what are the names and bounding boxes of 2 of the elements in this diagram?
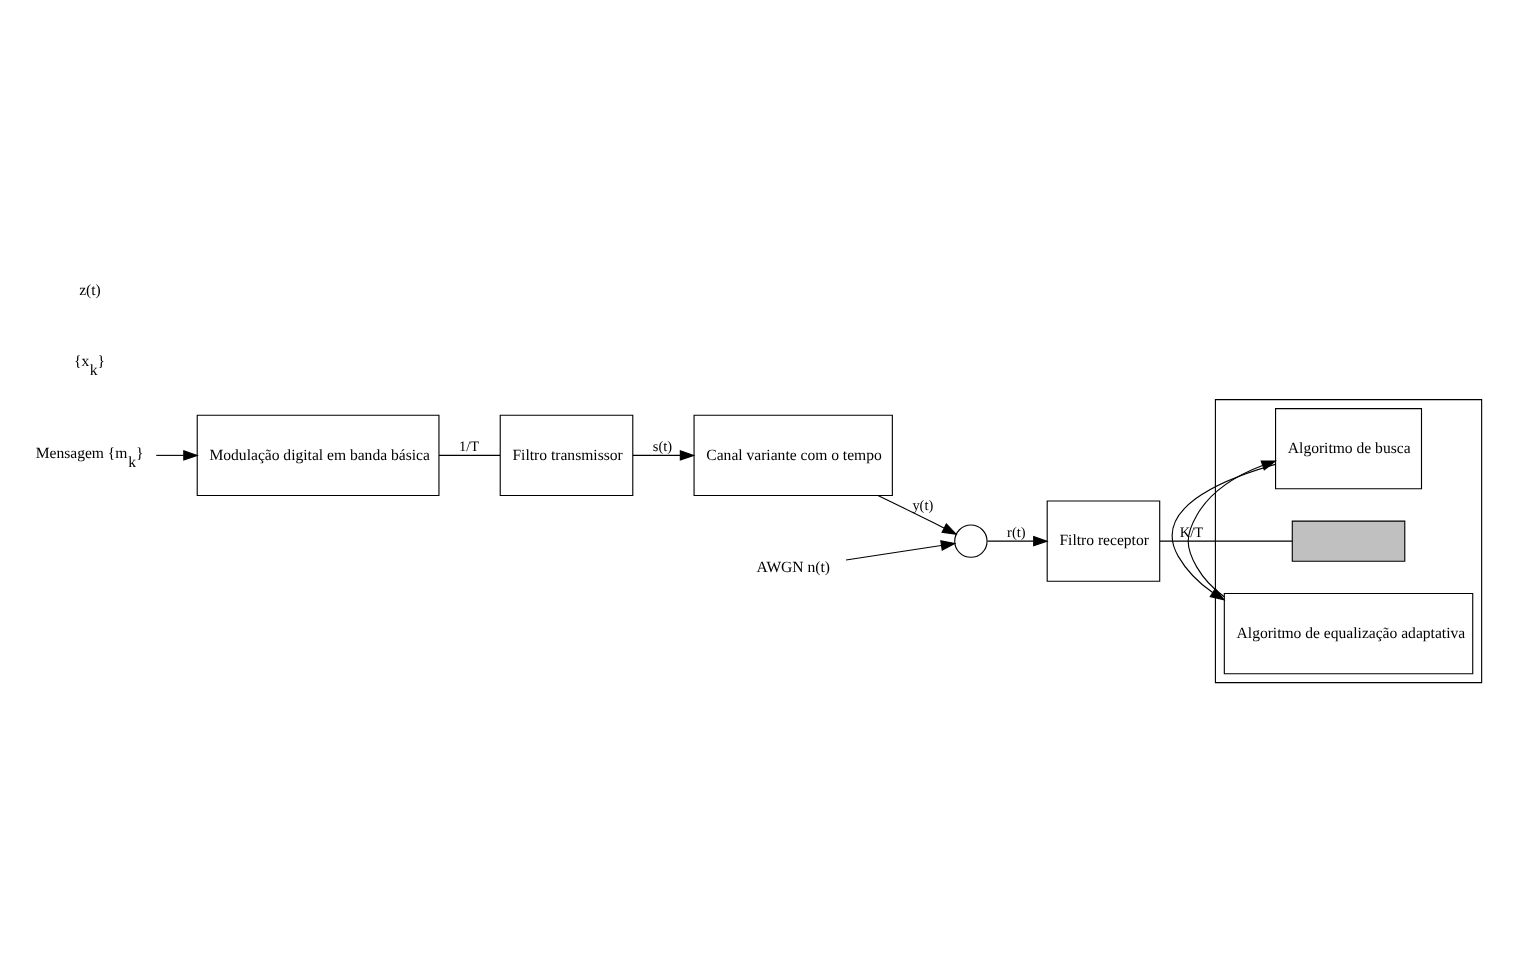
label: z(t)	[79, 280, 101, 299]
node-text: AWGN n(t)	[756, 558, 830, 577]
